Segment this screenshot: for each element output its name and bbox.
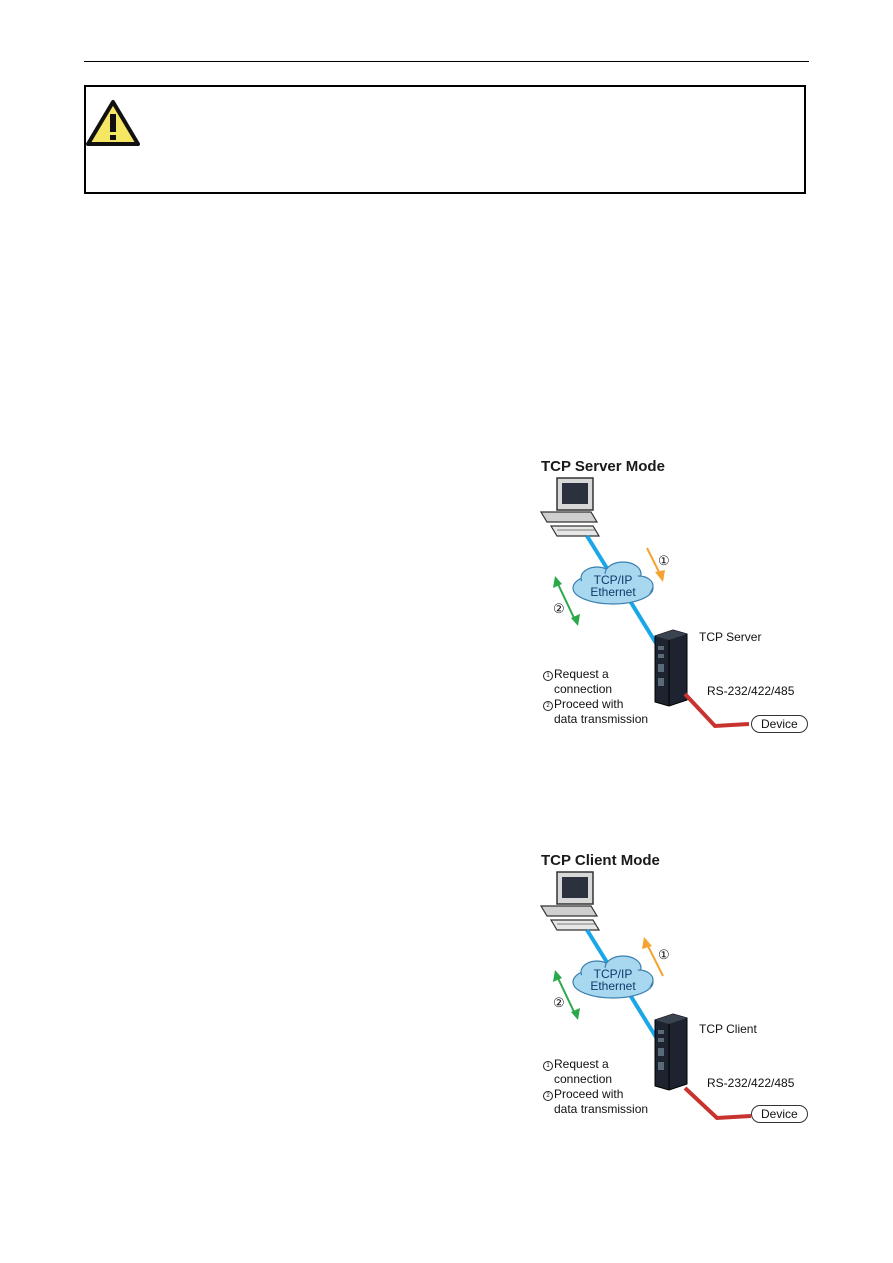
tcp-server-mode-figure: TCP Server Mode TCP/IP Ethernet ① ② TCP … — [527, 458, 808, 758]
legend-text: Request a — [554, 1057, 609, 1071]
legend-mark-1: 1 — [543, 1061, 553, 1071]
device-label: Device — [751, 1105, 808, 1123]
legend-text: Proceed with — [554, 1087, 624, 1101]
step2-marker: ② — [553, 601, 565, 616]
step1-marker: ① — [658, 553, 670, 568]
step2-marker: ② — [553, 995, 565, 1010]
warning-box — [84, 85, 806, 194]
device-server-icon — [654, 629, 688, 707]
device-label: Device — [751, 715, 808, 733]
data-transmission-arrow — [553, 970, 580, 1020]
data-transmission-arrow — [553, 576, 580, 626]
legend-mark-2: 2 — [543, 1091, 553, 1101]
ethernet-cloud-icon — [572, 955, 654, 999]
tcp-client-mode-figure: TCP Client Mode TCP/IP Ethernet ① ② TCP … — [527, 852, 808, 1152]
legend-text: Proceed with — [554, 697, 624, 711]
serial-label: RS-232/422/485 — [707, 684, 795, 698]
cloud-label-line2: Ethernet — [590, 585, 636, 599]
ethernet-line — [625, 988, 661, 1044]
step1-marker: ① — [658, 947, 670, 962]
client-mode-diagram — [539, 871, 752, 1121]
device-role-label: TCP Client — [699, 1022, 757, 1036]
serial-label: RS-232/422/485 — [707, 1076, 795, 1090]
request-arrow — [646, 547, 665, 582]
server-mode-diagram — [539, 477, 750, 729]
legend-text-cont: data transmission — [554, 712, 649, 726]
computer-icon — [539, 871, 601, 931]
legend-text: Request a — [554, 667, 609, 681]
ethernet-line — [625, 594, 661, 650]
warning-triangle-icon — [86, 100, 140, 146]
ethernet-cloud-icon — [572, 561, 654, 605]
legend-text-cont: connection — [554, 682, 613, 696]
figure-title: TCP Server Mode — [541, 458, 665, 475]
legend-text-cont: data transmission — [554, 1102, 649, 1116]
legend-mark-2: 2 — [543, 701, 553, 711]
cloud-label-line1: TCP/IP — [593, 967, 633, 981]
serial-line — [683, 692, 750, 729]
legend-text-cont: connection — [554, 1072, 613, 1086]
cloud-label-line2: Ethernet — [590, 979, 636, 993]
header-rule — [84, 61, 809, 62]
device-role-label: TCP Server — [699, 630, 762, 644]
request-arrow — [642, 937, 664, 977]
serial-line — [683, 1086, 752, 1121]
cloud-label-line1: TCP/IP — [593, 573, 633, 587]
device-server-icon — [654, 1013, 688, 1091]
figure-title: TCP Client Mode — [541, 852, 660, 869]
legend-mark-1: 1 — [543, 671, 553, 681]
computer-icon — [539, 477, 601, 537]
